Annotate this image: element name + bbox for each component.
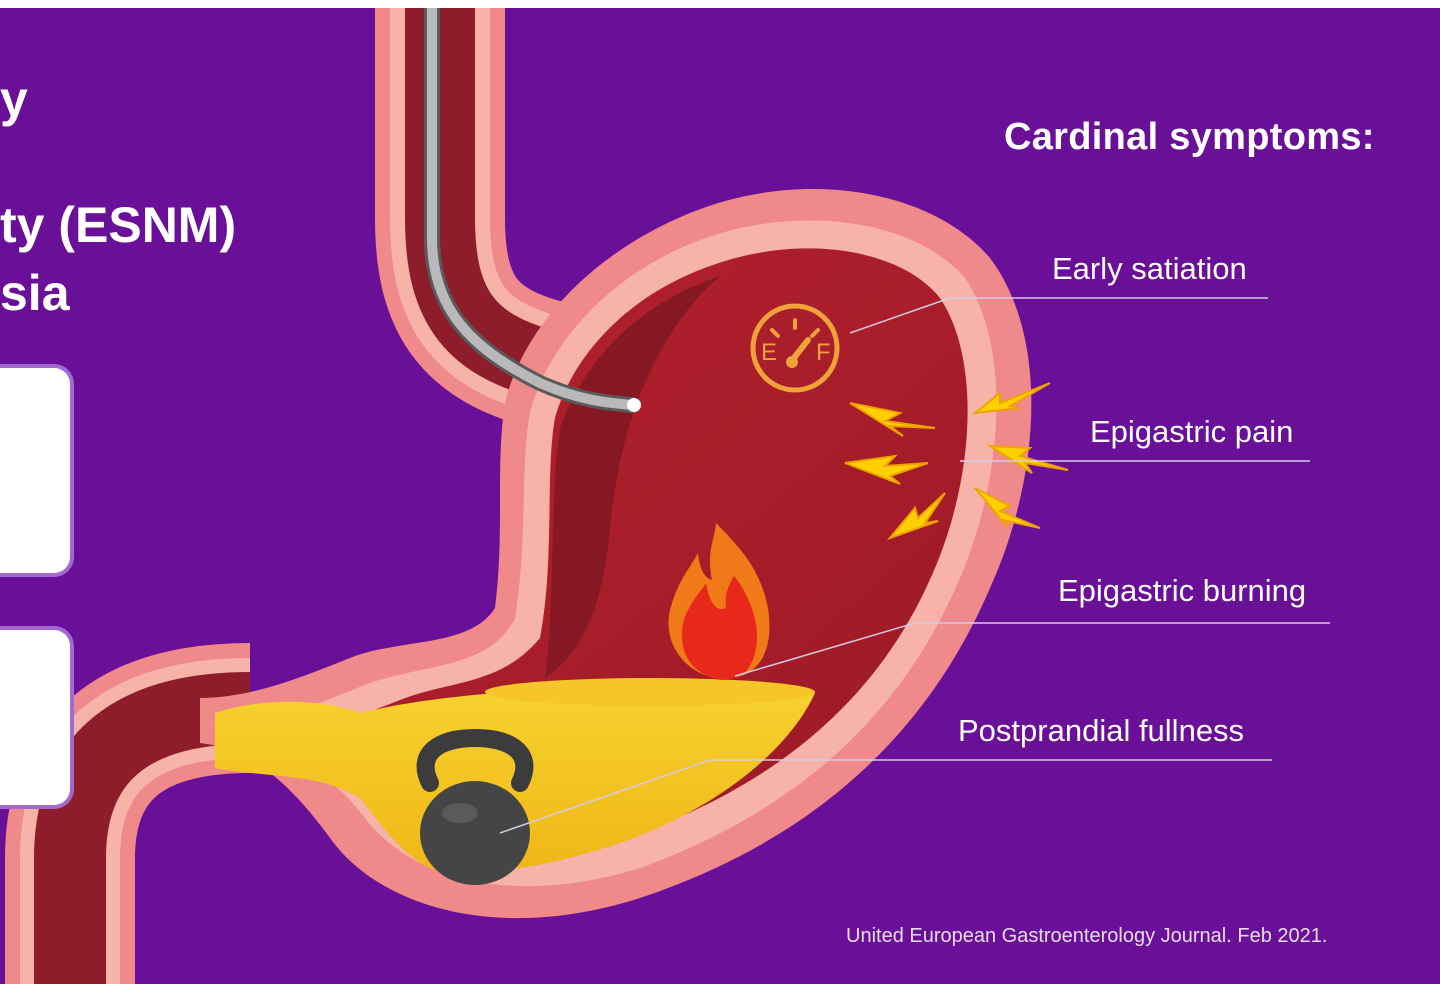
symptom-label-postprandial-fullness: Postprandial fullness xyxy=(958,713,1244,749)
symptom-label-early-satiation: Early satiation xyxy=(1052,251,1247,287)
info-card-2 xyxy=(0,630,70,805)
gauge-full-label: F xyxy=(816,339,831,366)
gauge-empty-label: E xyxy=(761,339,777,366)
symptom-label-epigastric-burning: Epigastric burning xyxy=(1058,573,1306,609)
heading-fragment-1: y xyxy=(0,74,28,124)
symptom-label-epigastric-pain: Epigastric pain xyxy=(1090,414,1293,450)
infographic-canvas: E F y ty xyxy=(0,8,1440,984)
symptoms-title: Cardinal symptoms: xyxy=(1004,116,1375,159)
heading-fragment-2: ty (ESNM) xyxy=(0,200,236,250)
info-card-1 xyxy=(0,368,70,573)
contents-surface xyxy=(485,678,815,706)
heading-fragment-3: sia xyxy=(0,268,70,318)
citation: United European Gastroenterology Journal… xyxy=(846,925,1327,948)
